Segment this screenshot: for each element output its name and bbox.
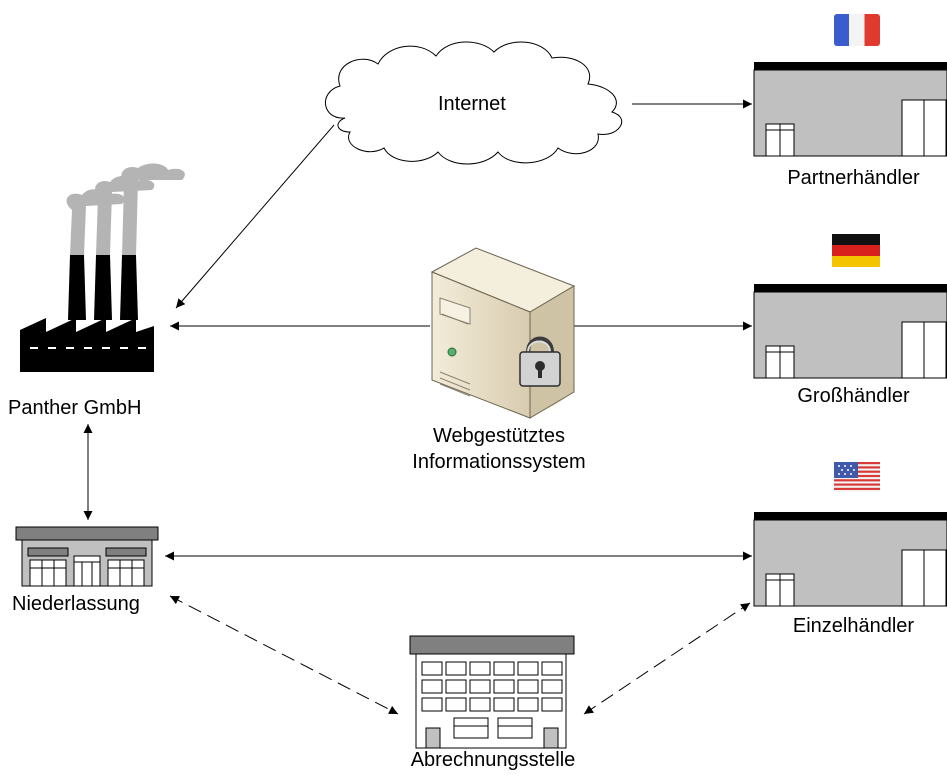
wholesale-label: Großhändler [797,385,910,407]
billing-window [421,697,443,712]
lock-icon [519,336,561,387]
billing-window [493,679,515,694]
billing-window [493,697,515,712]
billing-window [421,661,443,676]
billing-window [469,661,491,676]
usa-flag-icon [834,462,880,492]
france-flag-icon [834,14,880,46]
edge-cloud-to-factory [175,124,335,309]
us-flag-stripe [834,479,880,482]
us-flag-stripe [834,483,880,486]
billing-window [445,679,467,694]
billing-window [421,679,443,694]
server-label-line2: Informationssystem [412,451,586,473]
germany-flag-icon [832,234,880,267]
connections [83,99,752,715]
billing-window [541,697,563,712]
retail-warehouse-icon [753,512,947,607]
server-icon [430,247,576,419]
retail-label: Einzelhändler [792,615,915,637]
billing-window [445,697,467,712]
partner-label: Partnerhändler [787,167,920,189]
edge-branch-billing [169,595,399,715]
us-flag-stripe [834,487,880,490]
billing-window [445,661,467,676]
edge-billing-retail [583,602,751,715]
billing-window [541,679,563,694]
branch-label: Niederlassung [12,593,140,615]
partner-warehouse-icon [753,62,947,157]
factory-icon [20,163,185,372]
billing-window [517,661,539,676]
smoke-icon [66,163,185,255]
billing-building-icon [409,635,575,749]
wholesale-warehouse-icon [753,284,947,379]
factory-label: Panther GmbH [8,397,142,419]
billing-window [469,697,491,712]
cloud-icon [324,41,623,165]
billing-label: Abrechnungsstelle [410,749,576,771]
server-label-line1: Webgestütztes [433,425,565,447]
billing-window [469,679,491,694]
billing-window [517,679,539,694]
internet-label: Internet [438,93,506,115]
billing-window [517,697,539,712]
billing-window [541,661,563,676]
internet-cloud [324,41,623,165]
branch-building-icon [15,526,159,587]
billing-window [493,661,515,676]
